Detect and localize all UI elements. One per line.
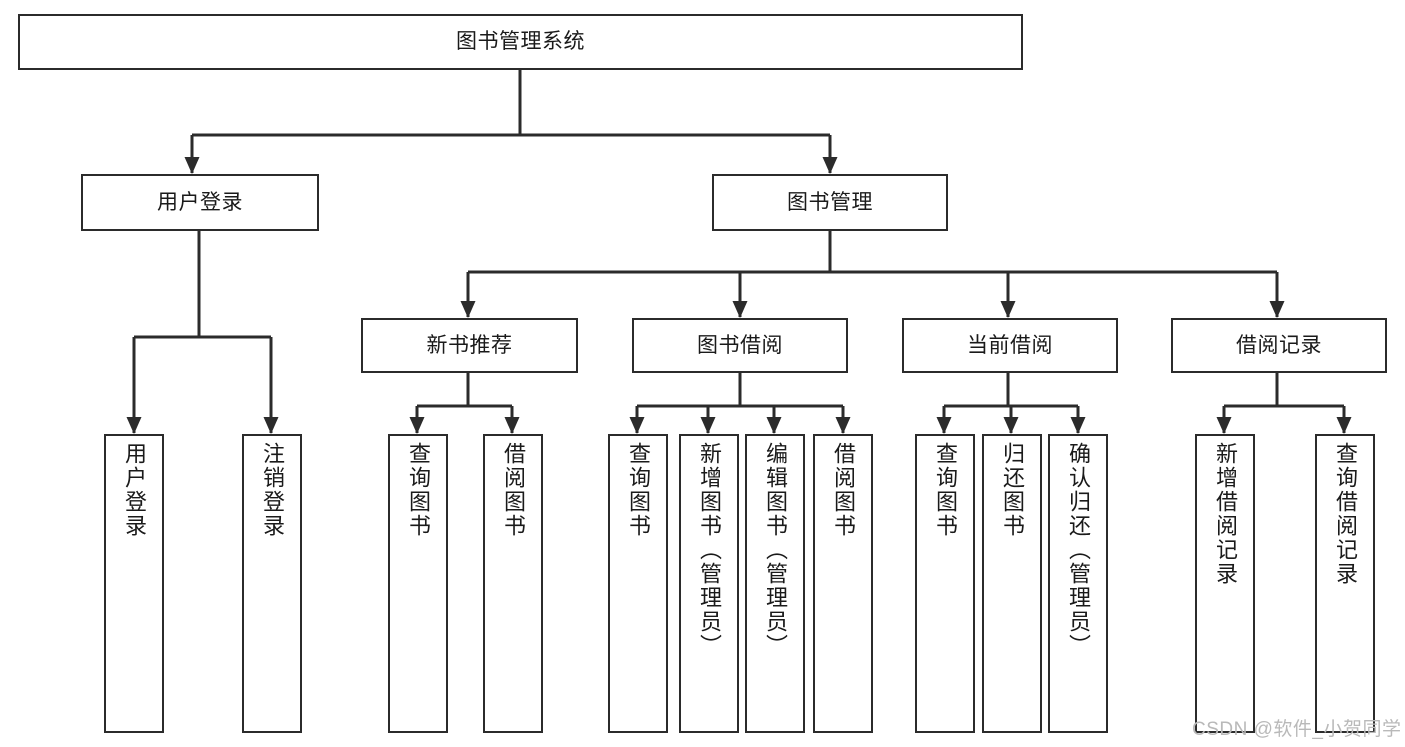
node-root[interactable]: 图书管理系统 <box>18 14 1023 70</box>
node-book-borrow[interactable]: 图书借阅 <box>632 318 848 373</box>
node-user-login[interactable]: 用户登录 <box>81 174 319 231</box>
arrow-head-icon <box>1216 417 1232 434</box>
node-leaf-return-book[interactable]: 归还图书 <box>982 434 1042 733</box>
node-label: 查询图书 <box>626 442 651 538</box>
node-label: 借阅图书 <box>831 442 856 538</box>
arrow-head-icon <box>1000 301 1016 318</box>
node-label: 查询借阅记录 <box>1333 442 1358 586</box>
node-leaf-query-book-3[interactable]: 查询图书 <box>915 434 975 733</box>
arrow-head-icon <box>700 417 716 434</box>
node-label: 编辑图书（管理员） <box>763 442 788 658</box>
node-borrow-record[interactable]: 借阅记录 <box>1171 318 1387 373</box>
node-label: 用户登录 <box>157 190 243 214</box>
node-label: 借阅图书 <box>501 442 526 538</box>
node-label: 新增图书（管理员） <box>697 442 722 658</box>
arrow-head-icon <box>732 301 748 318</box>
arrow-head-icon <box>629 417 645 434</box>
node-book-manage[interactable]: 图书管理 <box>712 174 948 231</box>
arrow-head-icon <box>822 157 838 174</box>
node-label: 新增借阅记录 <box>1213 442 1238 586</box>
arrow-head-icon <box>1003 417 1019 434</box>
node-label: 确认归还（管理员） <box>1066 442 1091 658</box>
node-current-borrow[interactable]: 当前借阅 <box>902 318 1118 373</box>
node-label: 查询图书 <box>933 442 958 538</box>
arrow-head-icon <box>1269 301 1285 318</box>
arrow-head-icon <box>263 417 279 434</box>
node-leaf-user-logout[interactable]: 注销登录 <box>242 434 302 733</box>
arrow-head-icon <box>184 157 200 174</box>
node-leaf-user-login[interactable]: 用户登录 <box>104 434 164 733</box>
node-leaf-borrow-book-2[interactable]: 借阅图书 <box>813 434 873 733</box>
arrow-head-icon <box>126 417 142 434</box>
node-label: 注销登录 <box>260 442 285 538</box>
arrow-head-icon <box>460 301 476 318</box>
node-label: 图书借阅 <box>697 333 783 357</box>
node-leaf-query-book-2[interactable]: 查询图书 <box>608 434 668 733</box>
arrow-head-icon <box>766 417 782 434</box>
node-leaf-add-book[interactable]: 新增图书（管理员） <box>679 434 739 733</box>
arrow-head-icon <box>504 417 520 434</box>
node-leaf-confirm-return[interactable]: 确认归还（管理员） <box>1048 434 1108 733</box>
node-label: 归还图书 <box>1000 442 1025 538</box>
node-leaf-edit-book[interactable]: 编辑图书（管理员） <box>745 434 805 733</box>
node-leaf-query-record[interactable]: 查询借阅记录 <box>1315 434 1375 733</box>
node-label: 当前借阅 <box>967 333 1053 357</box>
node-label: 新书推荐 <box>426 333 513 357</box>
node-label: 借阅记录 <box>1236 333 1322 357</box>
arrow-head-icon <box>1336 417 1352 434</box>
node-label: 查询图书 <box>406 442 431 538</box>
node-leaf-add-record[interactable]: 新增借阅记录 <box>1195 434 1255 733</box>
arrow-head-icon <box>835 417 851 434</box>
node-leaf-borrow-book-1[interactable]: 借阅图书 <box>483 434 543 733</box>
node-leaf-query-book-1[interactable]: 查询图书 <box>388 434 448 733</box>
node-label: 用户登录 <box>122 442 147 538</box>
node-label: 图书管理 <box>787 190 873 214</box>
node-new-book-recommend[interactable]: 新书推荐 <box>361 318 578 373</box>
node-label: 图书管理系统 <box>456 30 585 54</box>
arrow-head-icon <box>409 417 425 434</box>
arrow-head-icon <box>1070 417 1086 434</box>
arrow-head-icon <box>936 417 952 434</box>
